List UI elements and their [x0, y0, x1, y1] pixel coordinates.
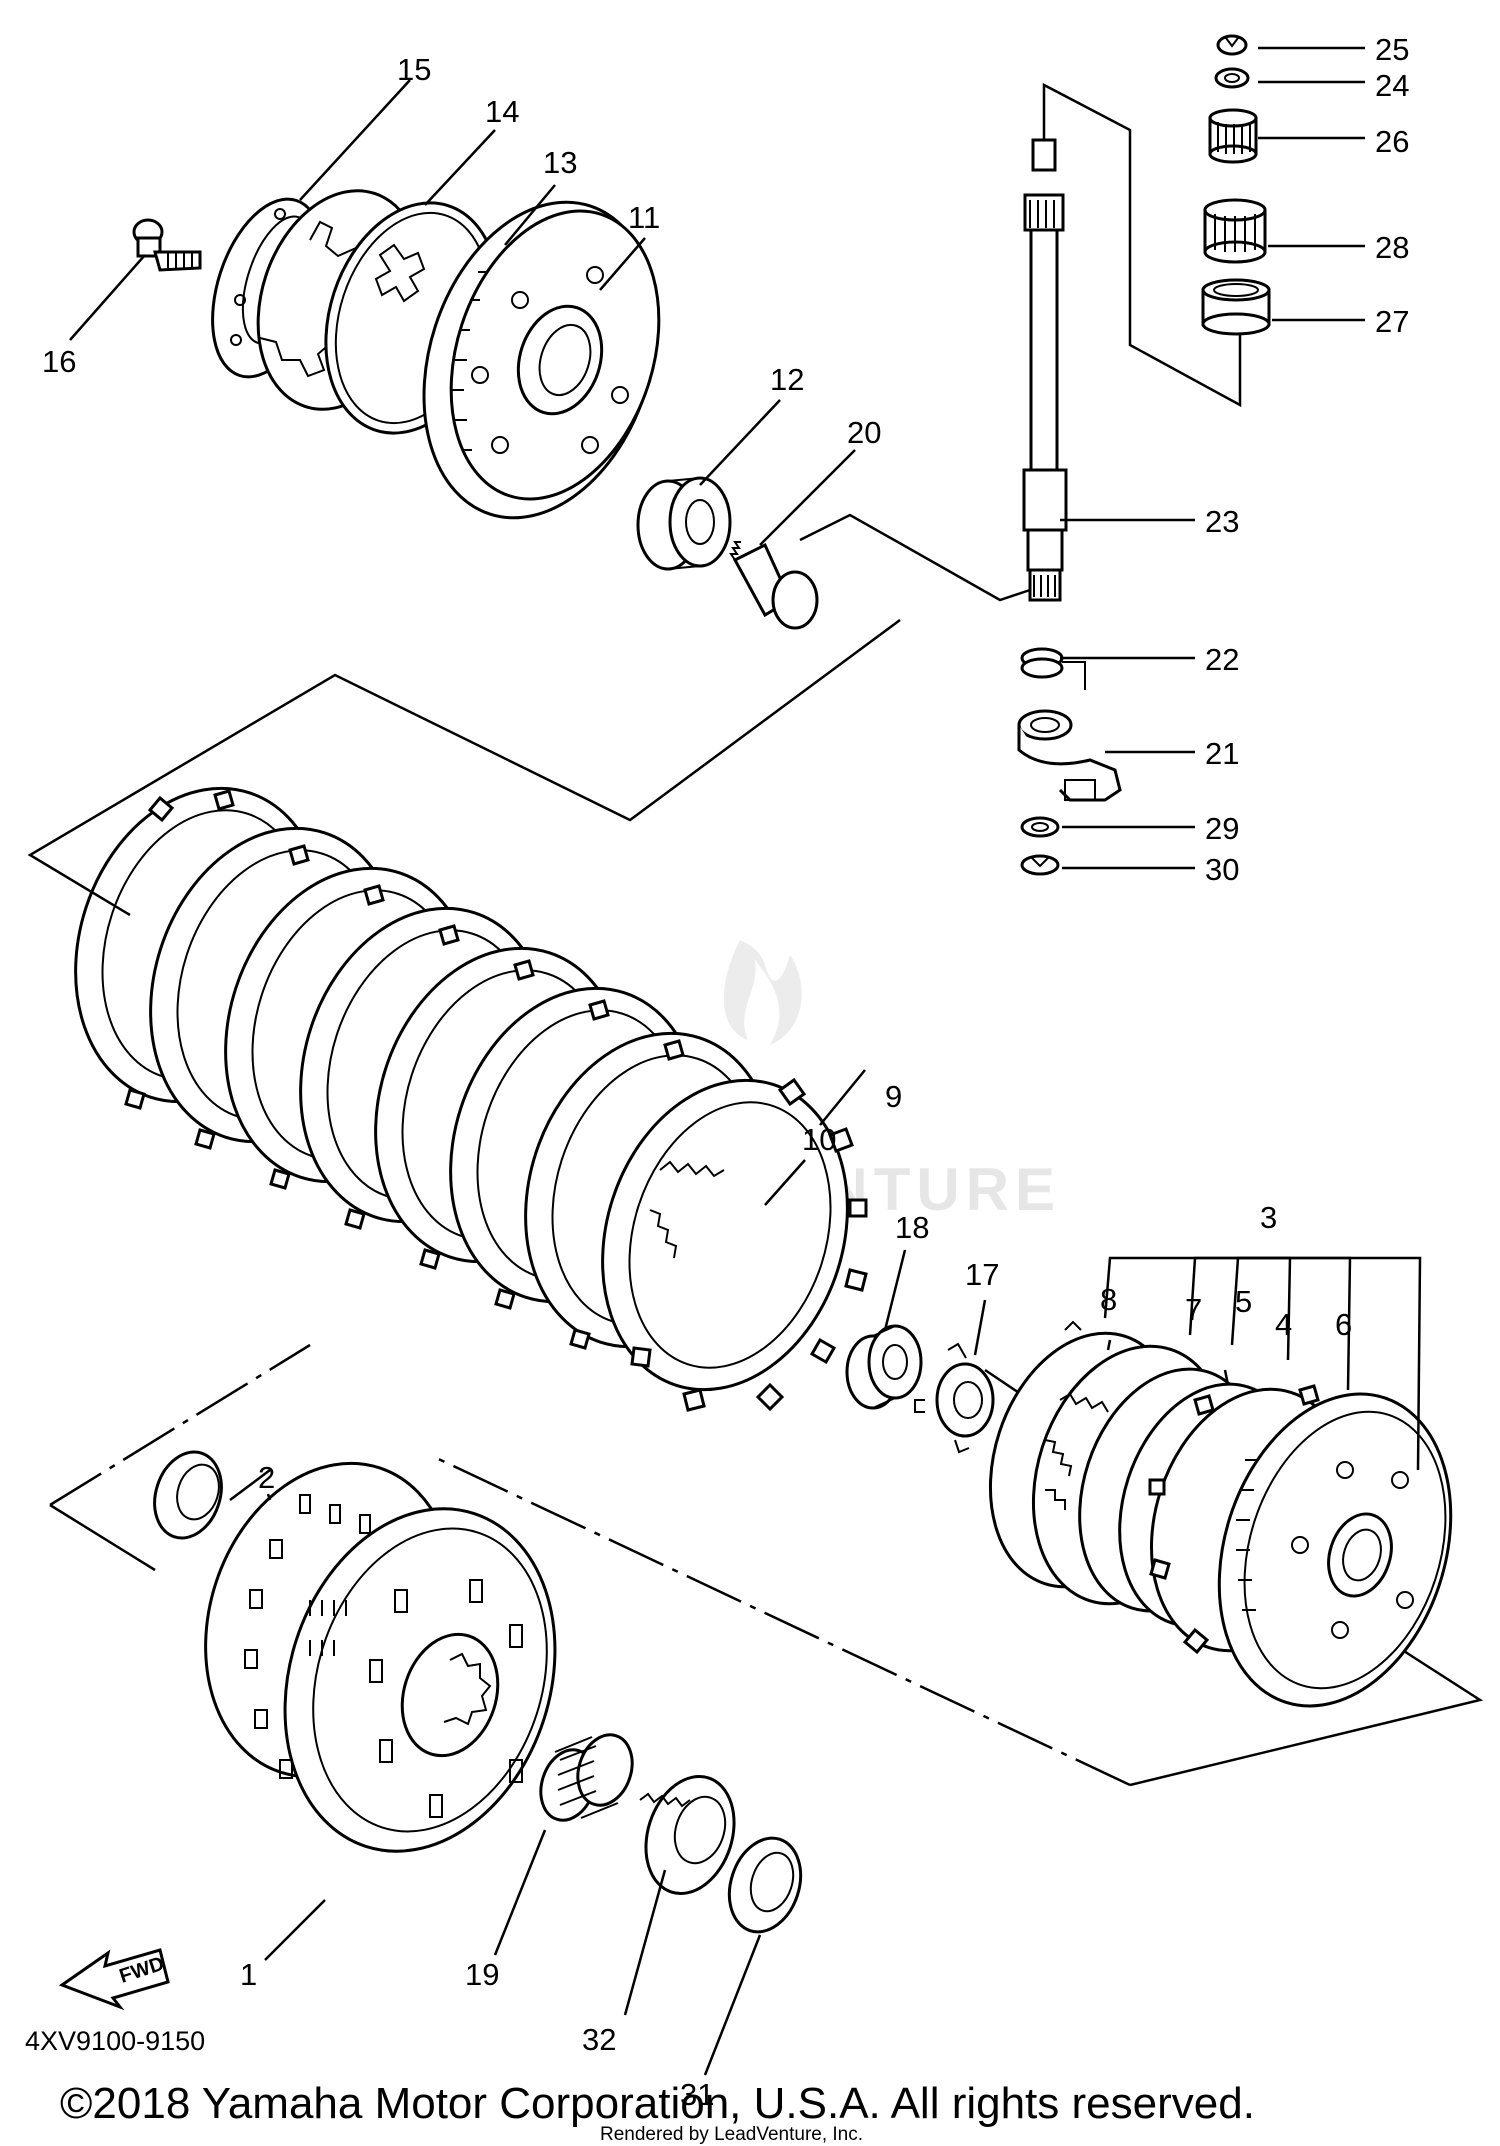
callout-9: 9 — [885, 1079, 902, 1114]
callout-20: 20 — [847, 415, 881, 450]
part-23-push-lever-shaft — [1022, 138, 1068, 602]
part-29-washer — [1020, 816, 1060, 838]
copyright-notice: ©2018 Yamaha Motor Corporation, U.S.A. A… — [60, 2079, 1255, 2128]
part-code: 4XV9100-9150 — [25, 2026, 205, 2056]
callout-6: 6 — [1335, 1307, 1352, 1342]
callout-4: 4 — [1275, 1307, 1292, 1342]
callout-18: 18 — [895, 1210, 929, 1245]
part-19-needle-bearing — [539, 1733, 634, 1822]
callout-10: 10 — [802, 1122, 836, 1157]
part-12-bearing — [636, 476, 732, 571]
callout-27: 27 — [1375, 304, 1409, 339]
callout-26: 26 — [1375, 124, 1409, 159]
rendered-by: Rendered by LeadVenture, Inc. — [600, 2124, 863, 2145]
shaft-bracket-lines — [799, 82, 1242, 602]
part-25-circlip — [1216, 34, 1248, 56]
part-32-gear — [639, 1774, 736, 1896]
callout-2: 2 — [258, 1460, 275, 1495]
callout-14: 14 — [485, 94, 519, 129]
callout-21: 21 — [1205, 736, 1239, 771]
part-1-clutch-housing — [204, 1461, 557, 1853]
part-31-washer — [727, 1836, 803, 1934]
callout-25: 25 — [1375, 32, 1409, 67]
callout-23: 23 — [1205, 504, 1239, 539]
callout-24: 24 — [1375, 68, 1409, 103]
callout-5: 5 — [1235, 1284, 1252, 1319]
stack-bracket-lines — [27, 618, 1484, 1787]
callout-12: 12 — [770, 362, 804, 397]
callout-22: 22 — [1205, 642, 1239, 677]
part-17-lock-washer — [914, 1342, 995, 1454]
callout-17: 17 — [965, 1257, 999, 1292]
part-24-washer — [1214, 67, 1250, 89]
part-26-bearing — [1208, 108, 1258, 164]
callout-3: 3 — [1260, 1200, 1277, 1235]
part-16-bolt — [132, 218, 202, 272]
callout-32: 32 — [582, 2022, 616, 2057]
part-27-seal — [1201, 278, 1271, 336]
friction-plates-stack — [74, 786, 868, 1412]
part-20-push-rod — [729, 541, 819, 630]
callout-16: 16 — [42, 344, 76, 379]
callout-13: 13 — [543, 145, 577, 180]
callout-31: 31 — [680, 2077, 714, 2112]
callout-7: 7 — [1185, 1292, 1202, 1327]
part-22-spring — [1020, 647, 1086, 690]
part-18-bearing — [845, 1324, 923, 1410]
part-2-thrust-washer — [153, 1450, 223, 1540]
callout-30: 30 — [1205, 852, 1239, 887]
fwd-arrow-icon: FWD — [58, 1948, 170, 2011]
callout-15: 15 — [397, 52, 431, 87]
part-21-push-lever — [1017, 709, 1122, 802]
part-3-pressure-plate — [1217, 1392, 1453, 1708]
part-30-circlip — [1020, 854, 1060, 876]
callout-11: 11 — [628, 200, 660, 235]
callout-28: 28 — [1375, 230, 1409, 265]
callout-8: 8 — [1100, 1282, 1117, 1317]
callout-1: 1 — [240, 1957, 257, 1992]
callout-19: 19 — [465, 1957, 499, 1992]
callout-numbers: 15 14 13 11 16 12 20 25 24 26 28 27 23 2… — [42, 32, 1409, 2112]
leader-lines — [69, 46, 1422, 2076]
part-28-bearing — [1203, 198, 1267, 264]
callout-29: 29 — [1205, 811, 1239, 846]
